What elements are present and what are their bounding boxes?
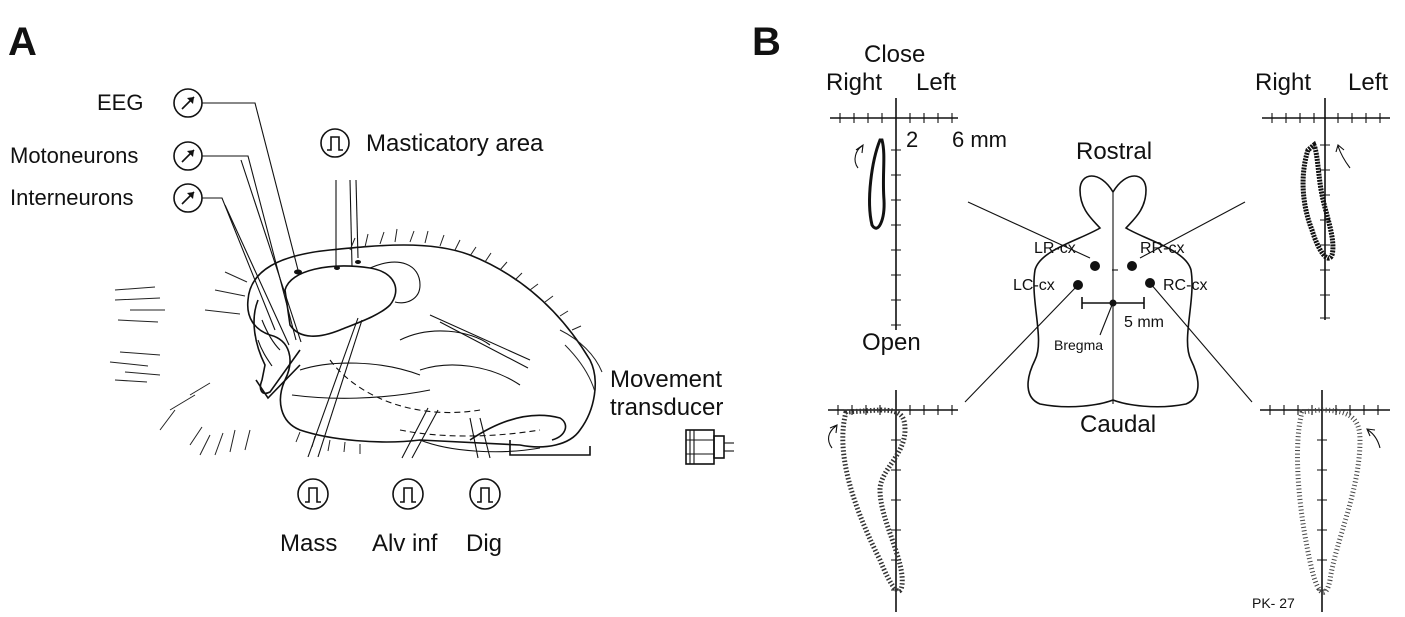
motoneurons-label: Motoneurons xyxy=(10,143,138,168)
site-lr-dot xyxy=(1090,261,1100,271)
caudal-label: Caudal xyxy=(1080,411,1156,438)
site-lc-label: LC-cx xyxy=(1013,277,1055,294)
site-rr-label: RR-cx xyxy=(1140,240,1184,257)
mass-label: Mass xyxy=(280,530,337,557)
br-axes xyxy=(1260,390,1390,612)
alv-inf-label: Alv inf xyxy=(372,530,438,557)
proj-rc xyxy=(1150,283,1252,402)
stimulator-dig-icon xyxy=(470,479,500,509)
tl-axes xyxy=(830,98,958,330)
site-rc-dot xyxy=(1145,278,1155,288)
tick-2-label: 2 xyxy=(906,127,918,152)
site-rc-label: RC-cx xyxy=(1163,277,1207,294)
tr-direction-arrow-icon xyxy=(1336,145,1350,168)
movement-transducer-label-2: transducer xyxy=(610,394,723,421)
dig-label: Dig xyxy=(466,530,502,557)
site-rr-dot xyxy=(1127,261,1137,271)
rostral-label: Rostral xyxy=(1076,138,1152,165)
close-label: Close xyxy=(864,41,925,68)
bl-axes xyxy=(828,390,958,612)
open-label: Open xyxy=(862,329,921,356)
tl-left-label: Left xyxy=(916,69,956,96)
stimulator-masticatory-icon xyxy=(321,129,349,157)
tr-right-label: Right xyxy=(1255,69,1311,96)
scale-bar-label: 5 mm xyxy=(1124,314,1164,331)
site-lc-dot xyxy=(1073,280,1083,290)
bl-direction-arrow-icon xyxy=(829,425,837,448)
stimulator-mass-icon xyxy=(298,479,328,509)
tl-right-label: Right xyxy=(826,69,882,96)
site-lr-label: LR-cx xyxy=(1034,240,1076,257)
stimulator-alv-inf-icon xyxy=(393,479,423,509)
tick-6mm-label: 6 mm xyxy=(952,127,1007,152)
interneurons-electrode-icon xyxy=(174,184,202,212)
tr-trajectory xyxy=(1303,145,1333,258)
masticatory-area-label: Masticatory area xyxy=(366,130,544,157)
interneurons-label: Interneurons xyxy=(10,185,134,210)
tl-direction-arrow-icon xyxy=(855,145,863,168)
panel-a-label: A xyxy=(8,20,37,64)
eeg-label: EEG xyxy=(97,90,143,115)
br-direction-arrow-icon xyxy=(1367,429,1380,448)
movement-transducer-label-1: Movement xyxy=(610,366,722,393)
panel-b-label: B xyxy=(752,20,781,64)
movement-transducer-icon xyxy=(686,430,734,464)
bregma-label: Bregma xyxy=(1054,337,1103,353)
tl-trajectory xyxy=(870,140,885,228)
br-trajectory xyxy=(1297,410,1360,592)
figure-code-label: PK- 27 xyxy=(1252,595,1295,611)
eeg-electrode-icon xyxy=(174,89,202,117)
tr-left-label: Left xyxy=(1348,69,1388,96)
motoneurons-electrode-icon xyxy=(174,142,202,170)
